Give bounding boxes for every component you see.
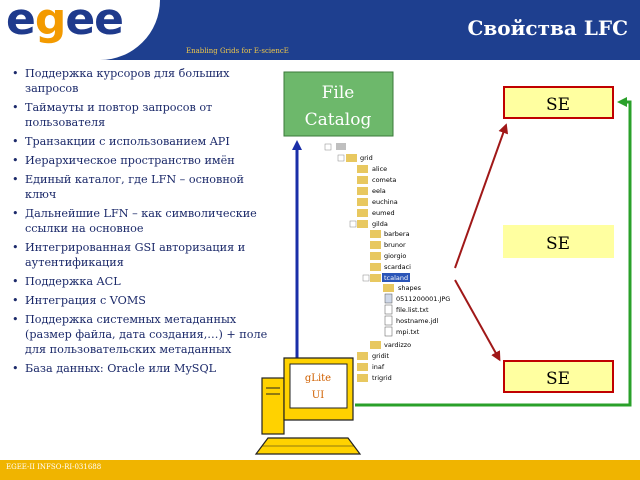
computer-icon: gLite UI <box>254 357 362 455</box>
egee-logo: egee <box>6 0 124 45</box>
red-arrow-up <box>454 123 509 269</box>
folder-icon <box>383 284 394 292</box>
folder-icon <box>370 263 381 271</box>
folder-icon <box>370 241 381 249</box>
folder-icon <box>357 165 368 173</box>
tree-item-file-jpg[interactable]: 0511200001.JPG <box>396 295 450 303</box>
tree-item-shapes[interactable]: shapes <box>398 284 422 292</box>
se-box-middle: SE <box>503 225 614 258</box>
tree-item-cometa[interactable]: cometa <box>372 176 396 184</box>
text-file-icon <box>384 315 393 326</box>
folder-icon <box>357 220 368 228</box>
se-box-top: SE <box>503 86 614 119</box>
feature-item: Таймауты и повтор запросов от пользовате… <box>12 100 270 130</box>
logo-area: egee <box>0 0 160 60</box>
folder-icon <box>357 198 368 206</box>
page-title: Свойства LFC <box>467 16 628 40</box>
folder-icon <box>357 352 368 360</box>
tree-item-giorgio[interactable]: giorgio <box>384 252 406 260</box>
se-box-bottom: SE <box>503 360 614 393</box>
ui-label-line1: gLite <box>305 373 331 384</box>
folder-icon <box>346 154 357 162</box>
header-bar: egee Enabling Grids for E-sciencE Свойст… <box>0 0 640 60</box>
feature-item: Иерархическое пространство имён <box>12 153 270 168</box>
footer-bar: EGEE-II INFSO-RI-031688 <box>0 460 640 480</box>
feature-list: Поддержка курсоров для больших запросов … <box>12 66 270 380</box>
tree-item-hostname[interactable]: hostname.jdl <box>396 317 438 325</box>
folder-icon <box>357 176 368 184</box>
tree-item-brunor[interactable]: brunor <box>384 241 406 249</box>
image-file-icon <box>384 293 393 304</box>
tree-item-trigrid[interactable]: trigrid <box>372 374 392 382</box>
feature-item: Единый каталог, где LFN – основной ключ <box>12 172 270 202</box>
text-file-icon <box>384 326 393 337</box>
folder-icon <box>357 363 368 371</box>
tree-item-mpi[interactable]: mpi.txt <box>396 328 420 336</box>
file-catalog-label-line2: Catalog <box>305 110 372 130</box>
feature-item: База данных: Oracle или MySQL <box>12 361 270 376</box>
file-catalog-box: File Catalog <box>283 71 394 137</box>
expand-toggle[interactable] <box>337 154 345 162</box>
file-catalog-label-line1: File <box>322 83 355 103</box>
expand-toggle[interactable] <box>349 220 357 228</box>
feature-item: Интегрированная GSI авторизация и аутент… <box>12 240 270 270</box>
red-arrow-down <box>454 279 501 362</box>
se-label: SE <box>546 369 570 389</box>
se-label: SE <box>546 234 570 254</box>
tree-item-grid[interactable]: grid <box>360 154 373 162</box>
tree-item-inaf[interactable]: inaf <box>372 363 385 371</box>
folder-icon <box>357 209 368 217</box>
folder-tree: grid alice cometa eela euchina eumed gil… <box>324 143 450 382</box>
tree-item-vardizzo[interactable]: vardizzo <box>384 341 411 349</box>
feature-item: Интеграция с VOMS <box>12 293 270 308</box>
feature-item: Поддержка курсоров для больших запросов <box>12 66 270 96</box>
folder-icon <box>370 274 381 282</box>
green-return-arrow <box>355 97 632 407</box>
tree-item-alice[interactable]: alice <box>372 165 387 173</box>
folder-icon <box>370 252 381 260</box>
feature-item: Транзакции с использованием API <box>12 134 270 149</box>
folder-icon <box>370 341 381 349</box>
expand-toggle[interactable] <box>324 143 332 151</box>
tree-item-gridit[interactable]: gridit <box>372 352 390 360</box>
se-label: SE <box>546 95 570 115</box>
folder-icon <box>357 374 368 382</box>
text-file-icon <box>384 304 393 315</box>
tree-item-euchina[interactable]: euchina <box>372 198 398 206</box>
tree-item-eumed[interactable]: eumed <box>372 209 395 217</box>
monitor-screen <box>289 363 348 409</box>
tree-item-gilda[interactable]: gilda <box>372 220 388 228</box>
folder-icon <box>370 230 381 238</box>
selection-highlight <box>382 273 410 282</box>
feature-item: Поддержка ACL <box>12 274 270 289</box>
tagline: Enabling Grids for E-sciencE <box>186 47 289 55</box>
feature-item: Дальнейшие LFN – как символические ссылк… <box>12 206 270 236</box>
ui-label-line2: UI <box>312 390 324 401</box>
folder-icon <box>357 187 368 195</box>
footer-text: EGEE-II INFSO-RI-031688 <box>6 463 102 471</box>
tree-item-scardaci[interactable]: scardaci <box>384 263 411 271</box>
tree-item-eela[interactable]: eela <box>372 187 386 195</box>
drive-icon <box>336 143 346 150</box>
expand-toggle[interactable] <box>362 274 370 282</box>
tree-item-barbera[interactable]: barbera <box>384 230 410 238</box>
tree-item-file-list[interactable]: file.list.txt <box>396 306 429 314</box>
feature-item: Поддержка системных метаданных (размер ф… <box>12 312 270 357</box>
tree-item-tcaland[interactable]: tcaland <box>384 274 408 282</box>
computer-tower <box>261 377 285 435</box>
